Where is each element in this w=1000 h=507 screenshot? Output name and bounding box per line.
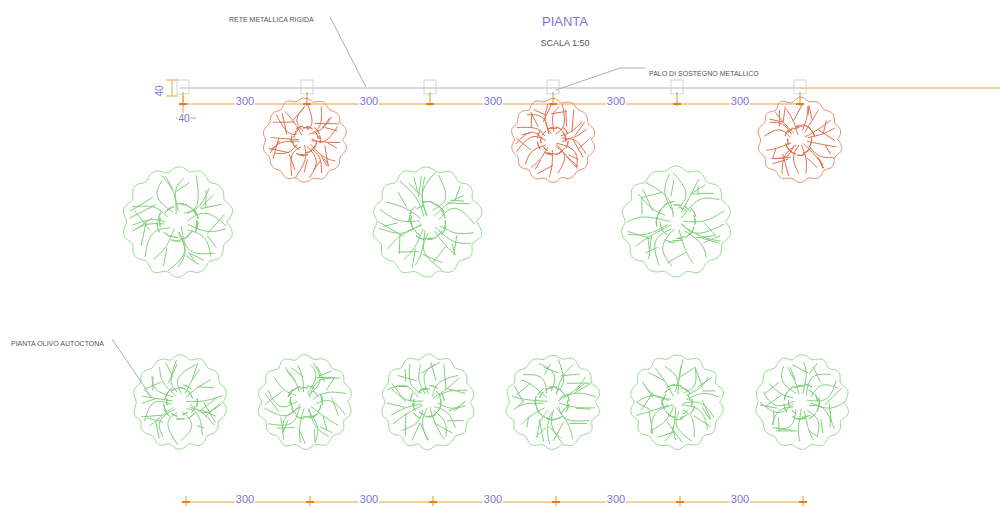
dimension-value: 300: [235, 493, 255, 505]
tree-symbol: [134, 355, 226, 449]
label-holder: SCALA 1:50: [539, 32, 590, 50]
tree-symbol: [756, 355, 849, 449]
tree-symbol: [373, 167, 482, 277]
label-holder: 300: [730, 489, 750, 507]
dimension-tick: [182, 501, 190, 503]
dimension-value: 300: [606, 493, 626, 505]
dimension-value: 300: [483, 493, 503, 505]
label-holder: 300: [730, 91, 750, 109]
metal-post: [671, 80, 683, 94]
dimension-value: 300: [483, 95, 503, 107]
dimension-tick: [673, 103, 681, 105]
dimension-tick: [166, 96, 178, 97]
dimension-tick: [166, 80, 178, 81]
tree-symbol: [758, 97, 842, 182]
leader-line: [620, 68, 645, 69]
label-holder: 300: [483, 91, 503, 109]
dimension-value: 300: [730, 493, 750, 505]
dimension-tick: [549, 103, 557, 105]
fence: [112, 17, 1000, 502]
dimension-value: 40: [177, 113, 190, 124]
dimension-tick: [179, 103, 187, 105]
dimension-tick: [552, 501, 560, 503]
scale-note: SCALA 1:50: [539, 38, 590, 48]
label-holder: RETE METALLICA RIGIDA: [228, 8, 315, 26]
dimension-tick: [429, 501, 437, 503]
tree-symbol: [631, 355, 724, 450]
tree-symbol: [622, 166, 731, 277]
label-holder: 300: [235, 489, 255, 507]
leader-line: [330, 17, 366, 87]
dimension-value: 40: [154, 84, 165, 97]
label-holder: 300: [606, 489, 626, 507]
label-holder: PALO DI SOSTEGNO METALLICO: [648, 62, 760, 80]
tree-symbol: [123, 167, 232, 277]
metal-post: [424, 80, 436, 94]
dimension-line: [172, 80, 173, 96]
tree-symbol: [512, 98, 595, 182]
label-holder: 40: [177, 108, 190, 126]
plan-title: PIANTA: [541, 14, 589, 29]
dimension-tick: [426, 103, 434, 105]
label-holder: PIANTA OLIVO AUTOCTONA: [10, 332, 105, 350]
label-holder: PIANTA: [541, 12, 589, 30]
label-holder: 40: [149, 84, 167, 97]
dimension-value: 300: [359, 95, 379, 107]
dimension-value: 300: [359, 493, 379, 505]
leader-line: [112, 339, 152, 398]
metal-post: [177, 80, 189, 94]
label-holder: 300: [235, 91, 255, 109]
metal-post: [794, 80, 806, 94]
dimension-value: 300: [730, 95, 750, 107]
tree-symbol: [263, 98, 346, 182]
dimension-tick: [676, 501, 684, 503]
label-holder: 300: [483, 489, 503, 507]
dimension-tick: [306, 501, 314, 503]
label-holder: 300: [606, 91, 626, 109]
label-holder: 300: [359, 91, 379, 109]
callout-label: PALO DI SOSTEGNO METALLICO: [648, 70, 760, 77]
dimension-value: 300: [606, 95, 626, 107]
label-holder: 300: [359, 489, 379, 507]
dimension-value: 300: [235, 95, 255, 107]
dimension-tick: [796, 103, 804, 105]
callout-label: RETE METALLICA RIGIDA: [228, 16, 315, 23]
rigid-mesh-line: [180, 87, 800, 88]
metal-post: [301, 80, 313, 94]
rigid-mesh-line: [800, 87, 1000, 88]
metal-post: [547, 80, 559, 94]
tree-symbol: [258, 355, 351, 450]
leader-line: [556, 68, 620, 90]
tree-symbol: [506, 355, 600, 449]
dimension-tick: [799, 501, 807, 503]
callout-label: PIANTA OLIVO AUTOCTONA: [10, 340, 105, 347]
tree-symbol: [382, 354, 474, 450]
